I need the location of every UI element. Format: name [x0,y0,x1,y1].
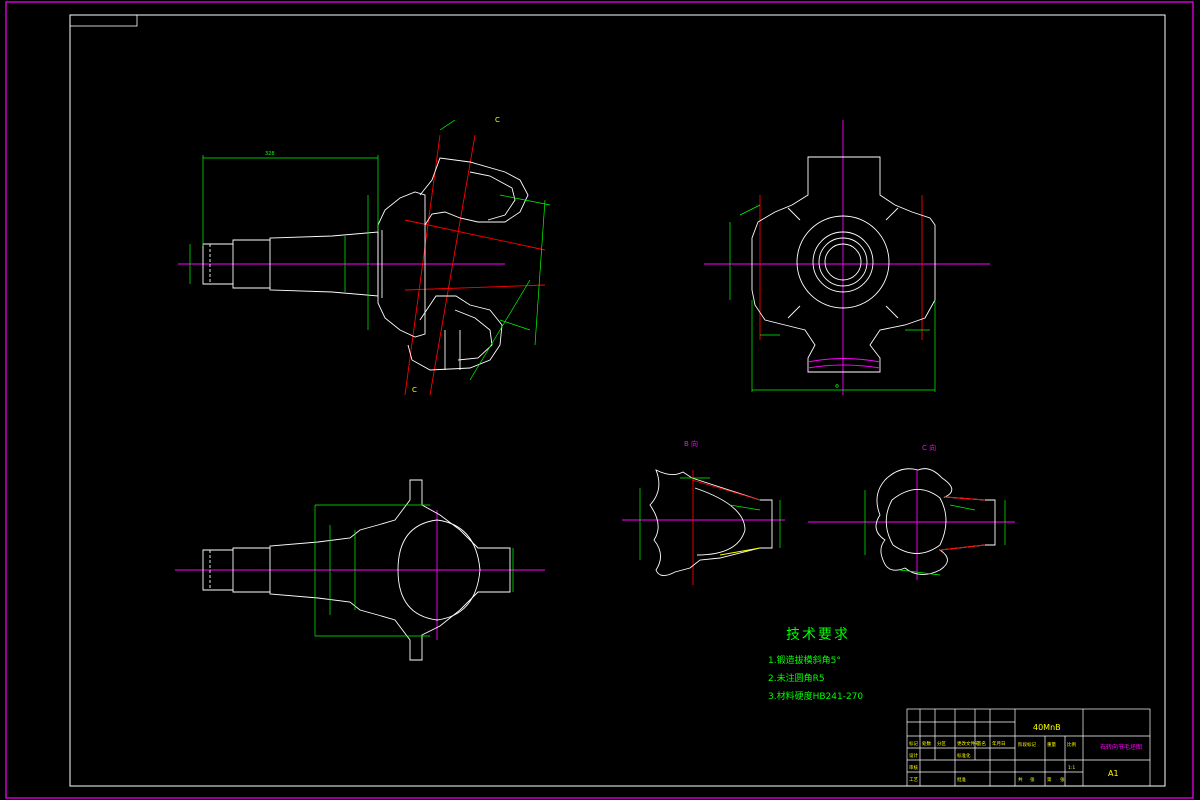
tech-requirement-item: 1.锻造拔模斜角5° [768,656,841,666]
title-block-cell: 审核 [909,764,918,771]
svg-text:328: 328 [265,151,275,157]
title-block-cell: 工艺 [909,777,918,783]
b-section-view: B 向 [622,439,785,585]
title-block-cell: 标记 [909,740,918,747]
title-block-cell: 张 [1060,776,1065,783]
drawing-name: 右转向节毛坯图 [1100,743,1142,751]
title-block-cell: 签名 [977,740,986,747]
title-block-cell: 标准化 [957,752,971,759]
svg-text:C: C [412,386,417,394]
title-block-cells: 标记处数分区更改文件号签名年月日设计标准化阶段标记重量比例审核工艺批准共张第张1… [909,740,1076,783]
tech-requirement-item: 2.未注圆角R5 [768,674,825,684]
tech-requirement-item: 3.材料硬度HB241-270 [768,692,864,702]
sheet-outer-border [5,1,1194,799]
title-block-cell: 第 [1047,776,1052,783]
top-view [175,479,545,661]
sheet-size: A1 [1108,769,1119,778]
title-block-cell: 设计 [909,752,918,759]
title-block-cell: 分区 [937,740,946,747]
end-view: Φ [704,120,990,395]
title-block-cell: 1:1 [1068,765,1075,771]
drawing-frame [69,14,1166,787]
title-block-cell: 年月日 [992,740,1006,747]
title-block-cell: 处数 [922,740,931,747]
title-block-cell: 阶段标记 [1018,741,1036,748]
title-block-cell: 更改文件号 [957,740,980,747]
c-view-label: C 向 [922,443,936,452]
title-block-cell: 重量 [1047,741,1056,748]
title-block [906,708,1151,787]
svg-text:Φ: Φ [835,384,839,390]
b-view-label: B 向 [684,439,698,448]
material-label: 40MnB [1033,723,1061,732]
c-section-view: C 向 [808,443,1015,580]
title-block-cell: 比例 [1067,741,1076,748]
title-block-cell: 批准 [957,776,966,783]
tech-requirements-title: 技术要求 [786,627,850,643]
main-view: 328 C C [178,116,551,396]
title-block-cell: 张 [1030,776,1035,783]
title-block-cell: 共 [1018,776,1023,783]
corner-code-box [69,14,138,27]
svg-text:C: C [495,116,500,124]
